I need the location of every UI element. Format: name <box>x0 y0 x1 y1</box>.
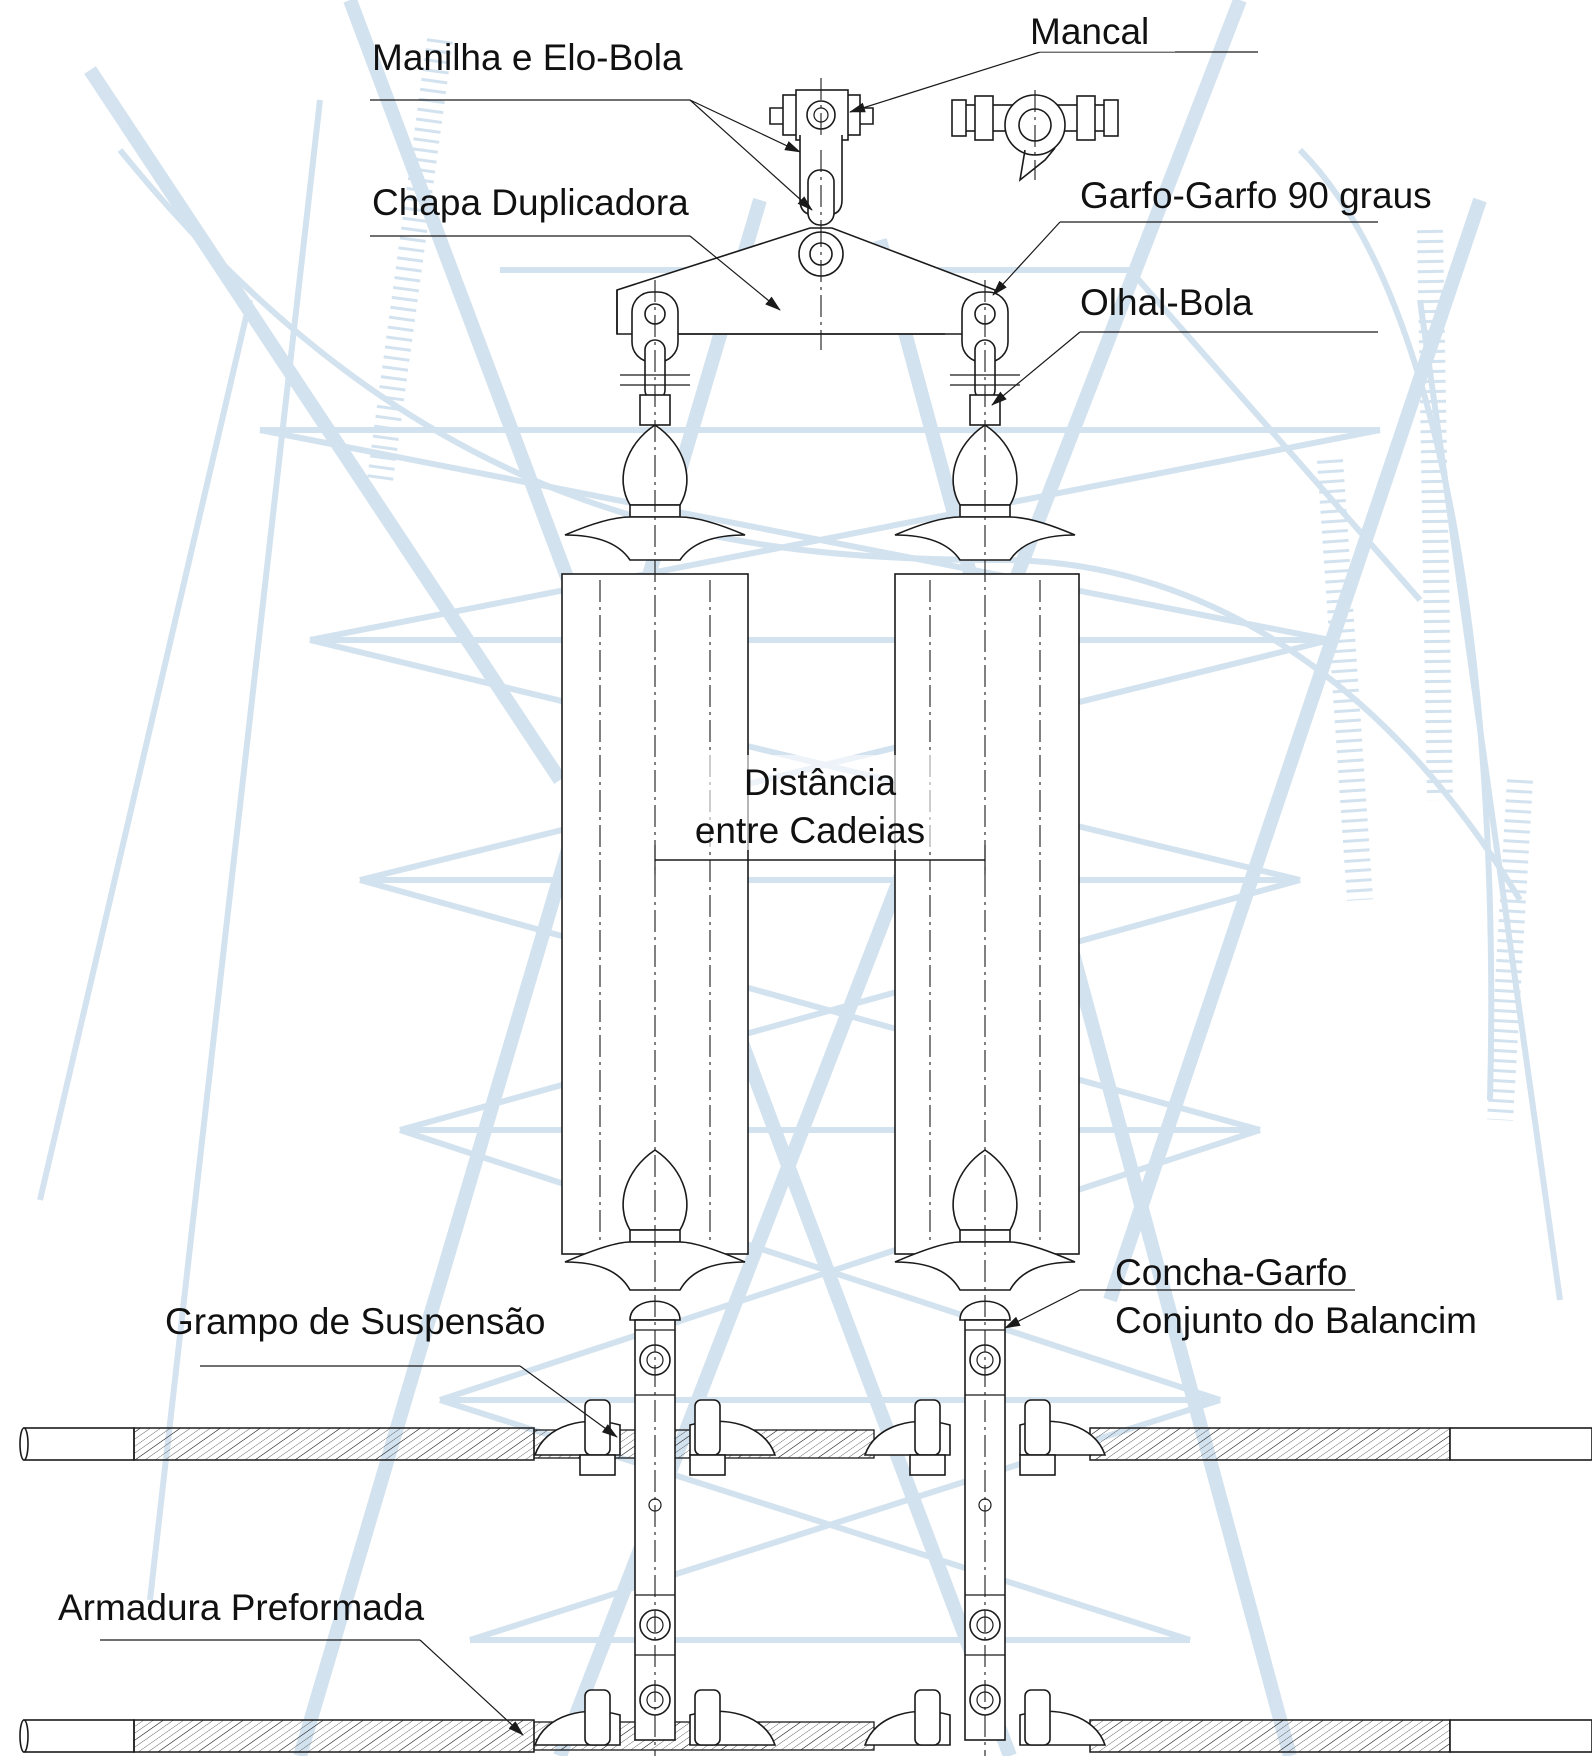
label-chapa-duplicadora: Chapa Duplicadora <box>372 182 689 223</box>
tower-watermark <box>37 0 1563 1756</box>
mancal-front-view <box>769 78 874 160</box>
label-grampo-suspensao: Grampo de Suspensão <box>165 1301 546 1342</box>
left-insulator-string <box>533 280 777 1756</box>
label-conjunto-balancim: Conjunto do Balancim <box>1115 1300 1477 1341</box>
label-concha-garfo: Concha-Garfo <box>1115 1252 1347 1293</box>
label-distancia-1: Distância <box>744 762 897 803</box>
label-distancia-2: entre Cadeias <box>695 810 925 851</box>
labels: Mancal Manilha e Elo-Bola Chapa Duplicad… <box>58 8 1477 1628</box>
label-armadura-preformada: Armadura Preformada <box>58 1587 424 1628</box>
label-mancal: Mancal <box>1030 11 1149 52</box>
upper-conductor <box>19 1427 1592 1461</box>
label-manilha-elo-bola: Manilha e Elo-Bola <box>372 37 683 78</box>
label-garfo-garfo: Garfo-Garfo 90 graus <box>1080 175 1432 216</box>
lower-conductor <box>19 1719 1592 1753</box>
mancal-side-view <box>951 90 1119 182</box>
right-insulator-string <box>863 280 1107 1756</box>
manilha-elo-bola <box>799 135 843 235</box>
chapa-duplicadora <box>616 225 996 350</box>
distance-dimension <box>654 845 986 875</box>
label-olhal-bola: Olhal-Bola <box>1080 282 1253 323</box>
